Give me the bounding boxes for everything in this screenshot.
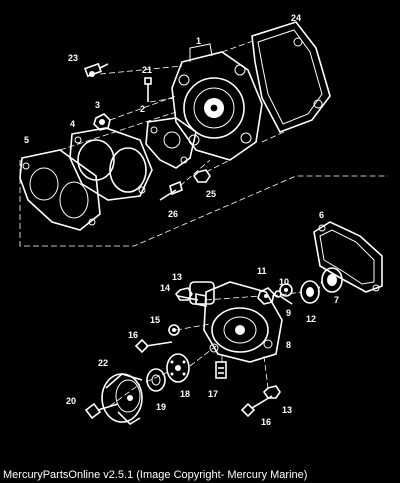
callout-20: 20: [66, 396, 76, 406]
callout-5: 5: [24, 135, 29, 145]
callout-6: 6: [319, 210, 324, 220]
washer-10: [279, 283, 293, 297]
nut-11: [257, 287, 275, 305]
callout-9: 9: [286, 308, 291, 318]
washer-15: [168, 324, 180, 336]
callout-4: 4: [70, 119, 75, 129]
callout-23: 23: [68, 53, 78, 63]
callout-13-upper: 13: [172, 272, 182, 282]
stud-14: [177, 293, 207, 307]
plate-2: [145, 117, 197, 169]
separator-bracket: [19, 160, 388, 247]
screw-26: [159, 180, 183, 201]
callout-7: 7: [334, 295, 339, 305]
lower-leader-lines: [109, 279, 323, 407]
upper-leader-lines: [59, 39, 285, 187]
callout-26: 26: [168, 209, 178, 219]
plate-4: [69, 127, 153, 201]
callout-25: 25: [206, 189, 216, 199]
callout-2: 2: [140, 104, 145, 114]
gasket-24: [251, 21, 331, 133]
callout-labels: 1 2 3 4 5 6 7 8 9 10 11 12 13 13 14 15 1…: [24, 13, 339, 427]
bolt-16-upper: [134, 338, 173, 354]
image-caption: MercuryPartsOnline v2.5.1 (Image Copyrig…: [3, 469, 308, 481]
nut-13-lower: [262, 385, 281, 399]
callout-12: 12: [306, 314, 316, 324]
bolt-21: [144, 77, 152, 102]
callout-15: 15: [150, 315, 160, 325]
screw-9: [274, 290, 293, 305]
callout-11: 11: [257, 266, 267, 276]
cover-22: [101, 373, 143, 426]
seal-12: [300, 280, 320, 304]
callout-10: 10: [279, 277, 289, 287]
gasket-6: [313, 221, 383, 293]
nut-3: [93, 113, 111, 131]
nut-13-upper: [174, 287, 193, 301]
callout-14: 14: [160, 283, 170, 293]
callout-16-upper: 16: [128, 330, 138, 340]
callout-22: 22: [98, 358, 108, 368]
bolt-20: [84, 402, 119, 420]
bolt-16-lower: [240, 395, 273, 418]
callout-21: 21: [142, 65, 152, 75]
housing-8: [189, 281, 283, 363]
washer-19: [146, 368, 166, 392]
callout-19: 19: [156, 402, 166, 412]
fitting-17: [215, 361, 227, 379]
gasket-5: [19, 149, 101, 231]
seal-7: [321, 267, 343, 293]
callout-17: 17: [208, 389, 218, 399]
callout-8: 8: [286, 340, 291, 350]
callout-24: 24: [291, 13, 301, 23]
parts-exploded-diagram: 1 2 3 4 5 6 7 8 9 10 11 12 13 13 14 15 1…: [19, 13, 388, 427]
impeller-18: [166, 353, 190, 383]
pump-housing-1: [171, 43, 263, 161]
callout-3: 3: [95, 100, 100, 110]
callout-1: 1: [196, 36, 201, 46]
nut-25: [192, 169, 211, 183]
callout-16-lower: 16: [261, 417, 271, 427]
callout-13-lower: 13: [282, 405, 292, 415]
callout-18: 18: [180, 389, 190, 399]
fitting-23: [84, 62, 109, 78]
